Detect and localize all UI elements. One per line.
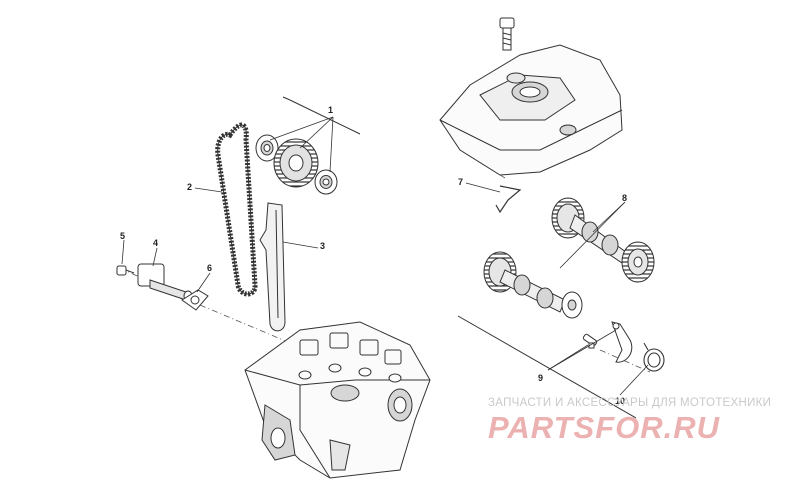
camshaft-lower[interactable] <box>483 251 583 319</box>
watermark-subtitle: ЗАПЧАСТИ И АКСЕССУАРЫ ДЛЯ МОТОТЕХНИКИ <box>488 397 772 409</box>
callout-10[interactable]: 10 <box>615 396 626 406</box>
bearing-left[interactable] <box>255 134 279 162</box>
callout-4[interactable]: 4 <box>153 238 159 248</box>
callout-8[interactable]: 8 <box>622 193 628 203</box>
chain-guide[interactable] <box>259 202 286 332</box>
cylinder-head[interactable] <box>244 321 431 479</box>
timing-chain[interactable] <box>215 122 258 297</box>
decompressor-spring[interactable] <box>643 342 665 372</box>
group-bracket-left <box>282 96 361 135</box>
callout-1[interactable]: 1 <box>328 105 334 115</box>
valve-cover[interactable] <box>439 44 623 176</box>
decompressor-lever[interactable] <box>611 321 633 363</box>
watermark-logo: PARTSFOR.RU <box>488 410 721 445</box>
tensioner-gasket[interactable] <box>181 289 209 311</box>
callout-2[interactable]: 2 <box>187 182 193 192</box>
decompressor-pin[interactable] <box>582 333 598 349</box>
retaining-clip[interactable] <box>495 185 522 214</box>
camshaft-upper[interactable] <box>551 197 655 283</box>
leader-lines <box>121 116 649 396</box>
callout-6[interactable]: 6 <box>207 263 213 273</box>
cam-sprocket[interactable] <box>273 138 319 188</box>
callout-9[interactable]: 9 <box>538 373 544 383</box>
bearing-right[interactable] <box>314 169 338 195</box>
group-bracket-right <box>457 315 637 419</box>
valve-cover-bolt[interactable] <box>499 17 515 51</box>
callout-5[interactable]: 5 <box>120 231 126 241</box>
tensioner-bolt[interactable] <box>116 265 135 276</box>
callout-7[interactable]: 7 <box>458 177 464 187</box>
callout-3[interactable]: 3 <box>320 241 326 251</box>
chain-tensioner[interactable] <box>137 263 193 302</box>
